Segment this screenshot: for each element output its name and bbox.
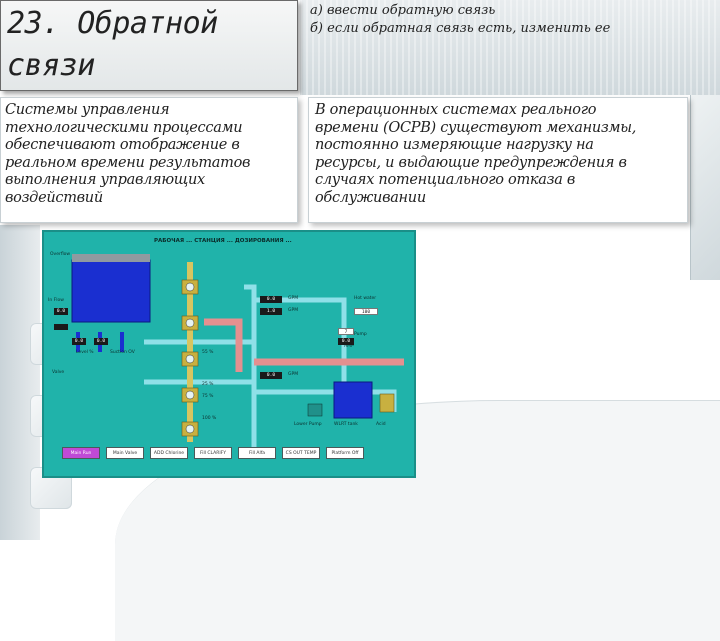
scada-title: РАБОЧАЯ ... СТАНЦИЯ ... ДОЗИРОВАНИЯ ... — [154, 238, 292, 244]
main-tank — [71, 259, 151, 323]
acid-label: Acid — [376, 422, 386, 427]
gpm-label-2: GPM — [288, 308, 299, 313]
percent-label-2: 25 % — [202, 382, 214, 387]
slide-title: 23. Обратной связи — [7, 6, 218, 83]
readout: 0.0 — [72, 338, 86, 345]
left-text-panel: Системы управления технологическими проц… — [0, 97, 298, 223]
readout: 7 — [338, 328, 354, 335]
top-notes: а) ввести обратную связь б) если обратна… — [310, 3, 611, 36]
tank-label: Overflow — [50, 252, 71, 257]
percent-label-4: 100 % — [202, 416, 217, 421]
level-label: Level % — [76, 350, 94, 355]
readout: 0.0 — [260, 296, 282, 303]
header-background — [300, 0, 720, 95]
scada-button-fill-alfa[interactable]: Fill Alfa — [238, 447, 276, 459]
percent-label-3: 75 % — [202, 394, 214, 399]
scada-button-cs-out-temp[interactable]: CS OUT TEMP — [282, 447, 320, 459]
gpm-label-3: GPM — [288, 372, 299, 377]
dose-tank-label: WLRT tank — [334, 422, 358, 427]
left-paragraph: Системы управления технологическими проц… — [5, 102, 251, 206]
right-text-panel: В операционных системах реального времен… — [308, 97, 688, 223]
readout: 1.0 — [260, 308, 282, 315]
gpm-label: GPM — [288, 296, 299, 301]
hot-water-label: Hot water — [354, 296, 377, 301]
header-hatch — [300, 0, 720, 95]
right-decoration-tile — [690, 95, 720, 280]
readout: 0.0 — [54, 308, 68, 315]
scada-button-main-valve[interactable]: Main Valve — [106, 447, 144, 459]
readout: 0.0 — [338, 338, 354, 345]
percent-label-1: 55 % — [202, 350, 214, 355]
scada-button-add-chlorine[interactable]: ADD Chlorine — [150, 447, 188, 459]
amp-label: AMP — [344, 344, 354, 349]
readout: 0.0 — [94, 338, 108, 345]
right-paragraph: В операционных системах реального времен… — [315, 102, 637, 206]
scada-diagram — [54, 254, 404, 458]
scada-button-platform-off[interactable]: Platform Off — [326, 447, 364, 459]
scada-screenshot: РАБОЧАЯ ... СТАНЦИЯ ... ДОЗИРОВАНИЯ ... … — [42, 230, 416, 478]
flow-label: In Flow — [48, 298, 64, 303]
readout: 100 — [354, 308, 378, 315]
readout: 0.0 — [260, 372, 282, 379]
pump-label: Pump — [354, 332, 367, 337]
suction-label: Suction OV — [110, 350, 135, 355]
scada-button-fill-clarify[interactable]: Fill CLARIFY — [194, 447, 232, 459]
scada-button-main-run[interactable]: Main Run — [62, 447, 100, 459]
slide-title-box: 23. Обратной связи — [0, 0, 298, 91]
mixer-label: Lower Pump — [294, 422, 322, 427]
valve-label: Valve — [52, 370, 65, 375]
